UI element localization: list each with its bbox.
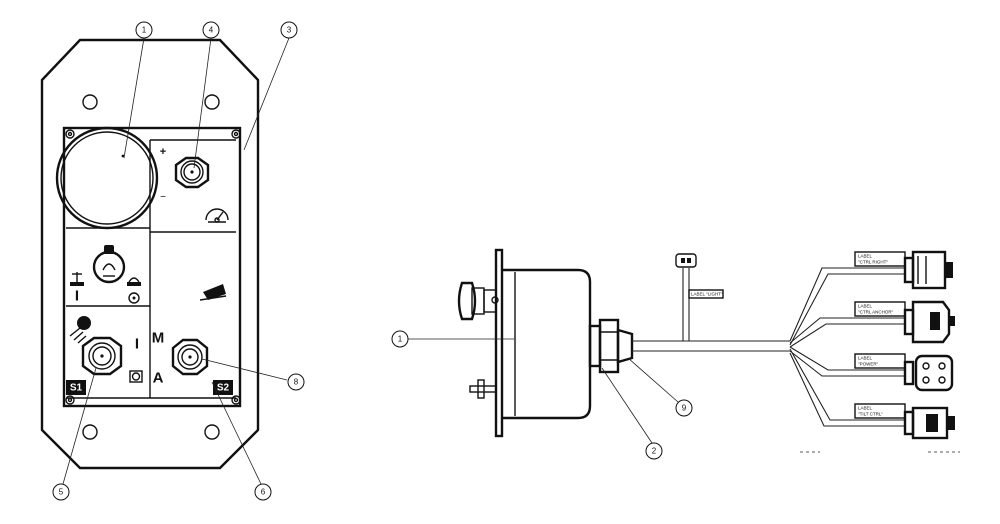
- switch-badge-s1: S1: [66, 380, 86, 395]
- side-knob: [457, 281, 499, 321]
- svg-text:LABEL: LABEL: [858, 406, 873, 411]
- svg-text:8: 8: [294, 378, 299, 387]
- switch-badge-s2: S2: [213, 380, 233, 395]
- cable-gland: [588, 318, 634, 374]
- minus-sign: −: [160, 192, 166, 203]
- ignition-key-switch[interactable]: [92, 245, 126, 284]
- connector-1: [903, 250, 953, 290]
- mode-letter-m: M: [152, 330, 165, 347]
- panel-face: [62, 126, 242, 408]
- wire-tag-1: LABEL "CTRL RIGHT": [854, 251, 906, 267]
- svg-text:"TILT CTRL": "TILT CTRL": [858, 412, 883, 417]
- svg-text:1: 1: [398, 335, 403, 344]
- off-position-icon: [128, 292, 140, 304]
- svg-text:1: 1: [142, 26, 147, 35]
- mounting-hole: [204, 94, 220, 110]
- indicator-lamp: [129, 370, 143, 383]
- svg-text:6: 6: [261, 488, 266, 497]
- wire-tag-3: LABEL "POWER": [854, 353, 906, 369]
- wire-tag-4: LABEL "TILT CTRL": [854, 403, 906, 419]
- small-connector: [675, 253, 697, 268]
- svg-text:LABEL: LABEL: [858, 356, 873, 361]
- svg-text:LABEL "LIGHT": LABEL "LIGHT": [691, 292, 723, 297]
- connector-2: [903, 300, 955, 344]
- svg-text:3: 3: [287, 26, 292, 35]
- side-flange: [494, 248, 504, 438]
- branch-wire: LABEL "LIGHT": [675, 253, 724, 341]
- work-light-icon: [69, 316, 91, 344]
- front-leaders: [62, 37, 290, 485]
- key-position-i: I: [75, 288, 79, 305]
- mounting-plate: [40, 38, 260, 470]
- harness-fanout: [789, 267, 905, 427]
- mode-letter-a: A: [153, 370, 164, 387]
- side-stud: [469, 379, 497, 399]
- front-view: + − I: [40, 21, 305, 501]
- svg-text:5: 5: [59, 488, 64, 497]
- svg-text:9: 9: [682, 404, 687, 413]
- svg-text:2: 2: [652, 447, 657, 456]
- mode-switch[interactable]: [171, 338, 209, 376]
- wire-tag-top: [688, 289, 724, 299]
- wire-tag-2: LABEL "CTRL ANCHOR": [854, 301, 906, 317]
- anchor-down-icon: [127, 277, 141, 286]
- main-cable: [632, 340, 790, 352]
- callout-side-9: 9: [675, 399, 693, 417]
- light-position-i: I: [135, 336, 139, 353]
- plus-sign: +: [160, 146, 166, 158]
- svg-text:"CTRL ANCHOR": "CTRL ANCHOR": [858, 310, 894, 315]
- svg-text:S2: S2: [217, 383, 230, 394]
- callout-front-4: 4: [202, 21, 220, 39]
- svg-text:"CTRL RIGHT": "CTRL RIGHT": [858, 260, 888, 265]
- callout-side-1: 1: [391, 330, 409, 348]
- callout-front-5: 5: [52, 483, 70, 501]
- mounting-hole: [82, 424, 98, 440]
- gauge-center-mark: [121, 154, 125, 158]
- mounting-hole: [82, 94, 98, 110]
- svg-text:4: 4: [209, 26, 214, 35]
- svg-text:S1: S1: [70, 383, 83, 394]
- callout-front-8: 8: [287, 373, 305, 391]
- callout-front-1: 1: [135, 21, 153, 39]
- callout-front-6: 6: [254, 483, 272, 501]
- anchor-up-icon: [70, 272, 84, 286]
- callout-front-3: 3: [280, 21, 298, 39]
- svg-text:LABEL: LABEL: [858, 254, 873, 259]
- light-switch[interactable]: [81, 336, 123, 376]
- svg-text:"POWER": "POWER": [858, 362, 879, 367]
- gauge-outer-ring: [55, 126, 159, 230]
- trim-switch[interactable]: [174, 156, 210, 189]
- mounting-holes: [82, 94, 220, 440]
- connector-3: [903, 354, 954, 392]
- speedometer-icon: [205, 208, 229, 223]
- panel-dividers: [66, 139, 236, 399]
- autopilot-icon: [199, 281, 227, 301]
- callout-side-2: 2: [645, 442, 663, 460]
- svg-text:LABEL: LABEL: [858, 304, 873, 309]
- connector-4: [903, 406, 955, 440]
- side-leaders: [408, 338, 679, 444]
- gauge-face: [60, 131, 154, 225]
- side-view: LABEL "LIGHT" LABEL "CTRL RIGHT" LABEL "…: [391, 248, 960, 460]
- mounting-hole: [204, 424, 220, 440]
